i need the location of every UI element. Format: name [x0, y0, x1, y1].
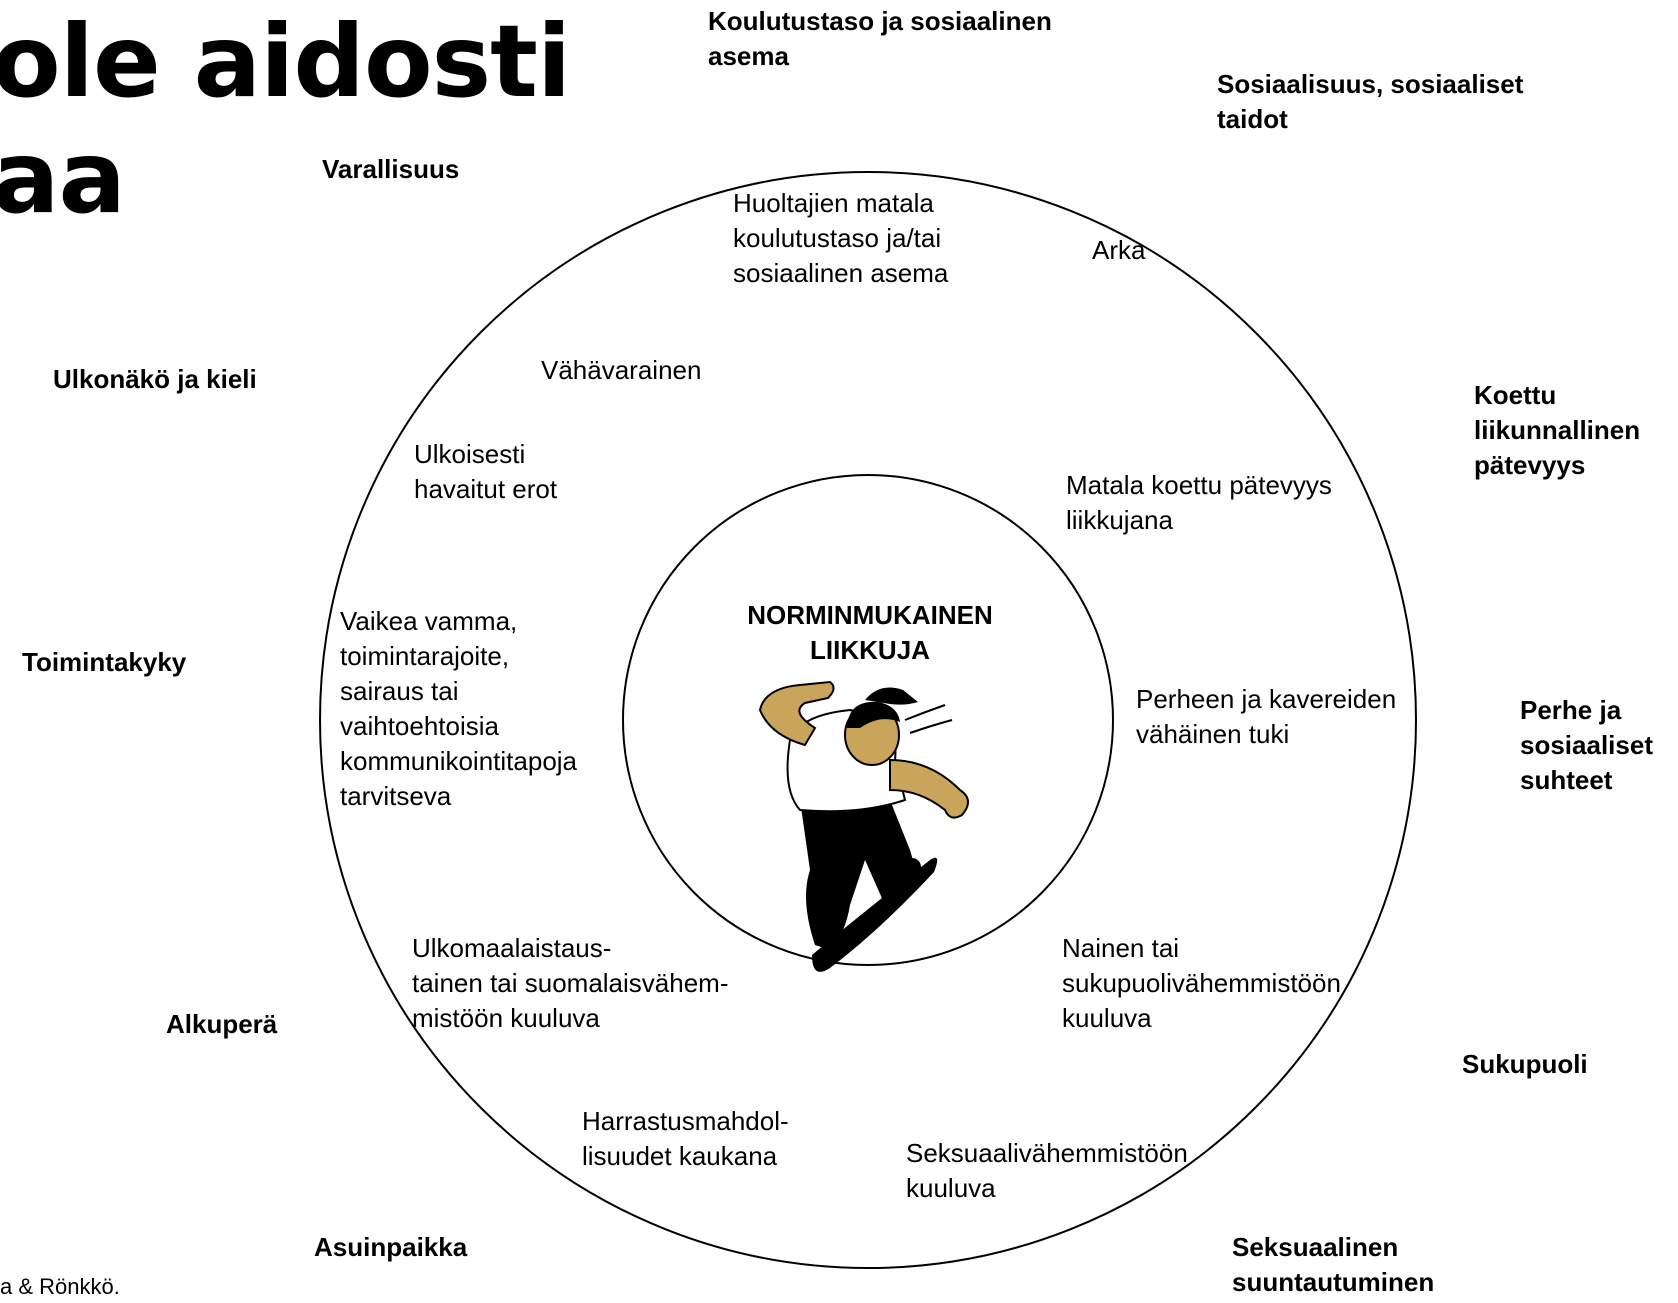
outer-label-appearance: Ulkonäkö ja kieli	[53, 364, 257, 394]
outer-label-family: Perhe ja sosiaaliset suhteet	[1520, 695, 1653, 795]
inner-circle	[622, 474, 1114, 966]
outer-label-competence: Koettu liikunnallinen pätevyys	[1474, 380, 1641, 480]
inner-label-ability: Vaikea vamma, toimintarajoite, sairaus t…	[340, 606, 578, 811]
outer-label-ability: Toimintakyky	[22, 647, 187, 677]
skateboard-wheel	[814, 949, 832, 967]
page-title-line-2: aa	[0, 119, 126, 236]
hair	[847, 701, 900, 728]
cap	[865, 687, 918, 705]
pants	[800, 790, 914, 950]
motion-lines	[904, 704, 953, 734]
left-arm	[758, 680, 835, 747]
inner-label-competence: Matala koettu pätevyys liikkujana	[1066, 470, 1332, 535]
inner-label-sociality: Arka	[1092, 235, 1146, 265]
outer-label-origin: Alkuperä	[166, 1009, 278, 1039]
skateboarder-illustration	[758, 680, 969, 972]
inner-label-origin: Ulkomaalaistaus- tainen tai suomalaisväh…	[412, 933, 729, 1033]
inner-label-residence: Harrastusmahdol- lisuudet kaukana	[582, 1106, 789, 1171]
inner-label-sexual: Seksuaalivähemmistöön kuuluva	[906, 1138, 1188, 1203]
outer-label-education: Koulutustaso ja sosiaalinen asema	[708, 6, 1052, 71]
inner-label-education: Huoltajien matala koulutustaso ja/tai so…	[733, 188, 949, 288]
outer-label-gender: Sukupuoli	[1462, 1049, 1588, 1079]
outer-label-sociality: Sosiaalisuus, sosiaaliset taidot	[1217, 69, 1524, 134]
inner-label-wealth: Vähävarainen	[541, 355, 702, 385]
center-label: NORMINMUKAINEN LIIKKUJA	[747, 600, 993, 665]
outer-label-residence: Asuinpaikka	[314, 1232, 468, 1262]
inner-label-gender: Nainen tai sukupuolivähemmistöön kuuluva	[1062, 933, 1341, 1033]
source-citation: a & Rönkkö.	[0, 1274, 120, 1299]
page-title-line-1: ole aidosti	[0, 3, 571, 120]
inner-label-appearance: Ulkoisesti havaitut erot	[414, 439, 558, 504]
outer-label-sexual: Seksuaalinen suuntautuminen	[1232, 1232, 1435, 1297]
outer-circle	[319, 171, 1417, 1269]
right-arm	[889, 758, 969, 819]
inner-label-family: Perheen ja kavereiden vähäinen tuki	[1136, 684, 1397, 749]
outer-label-wealth: Varallisuus	[322, 154, 460, 184]
